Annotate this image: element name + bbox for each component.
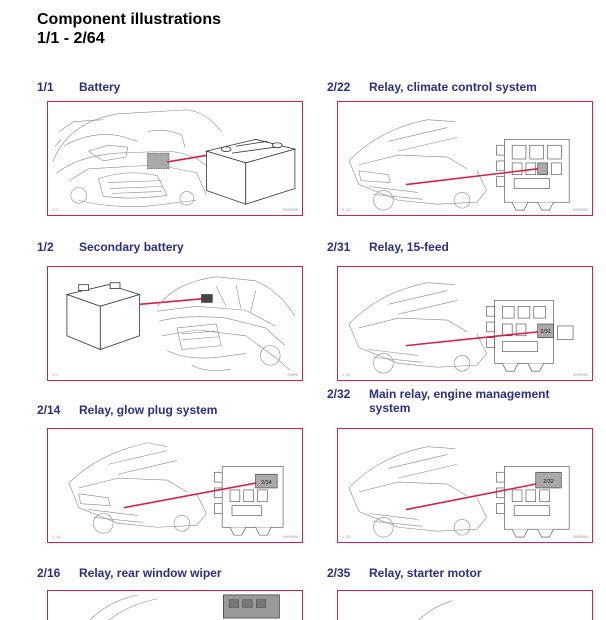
entry-battery: 1/1 Battery [37,80,292,94]
figure-reference: 0000000 [283,209,298,213]
entry-label: Relay, rear window wiper [79,566,222,580]
entry-heading: 2/22 Relay, climate control system [327,80,597,94]
figure-reference: 0000000 [573,374,588,378]
entry-code: 2/22 [327,80,351,94]
secondary-battery-drawing [65,276,296,371]
entry-code: 2/32 [327,387,351,401]
relay-starter-motor-drawing [418,600,453,620]
relay-glow-plug-drawing: 2/14 [68,442,284,536]
entry-heading: 1/1 Battery [37,80,292,94]
figure-reference: 0000000 [573,209,588,213]
entry-label: Relay, glow plug system [79,403,218,417]
main-relay-engine-management-drawing: 2/32 [348,446,570,538]
entry-main-relay-engine-management: 2/32 Main relay, engine management syste… [327,387,597,415]
illustration-relay-glow-plug: 2/14 2_14 0000000 [47,428,303,543]
figure-reference: 0000000 [283,536,298,540]
illustration-relay-15-feed: 2/31 2_31 0000000 [337,266,593,381]
illustration-relay-climate-control: 2_22 0000000 [337,101,593,216]
figure-code: 2_32 [342,536,351,540]
entry-relay-rear-wiper: 2/16 Relay, rear window wiper [37,566,292,580]
entry-relay-glow-plug: 2/14 Relay, glow plug system [37,403,292,417]
entry-label: Secondary battery [79,240,184,254]
figure-code: 2_22 [342,209,351,213]
figure-reference: 00000 [287,374,298,378]
illustration-battery: 1/1 0000000 [47,101,303,216]
battery-drawing [52,109,297,207]
entry-label: Relay, 15-feed [369,240,449,254]
entry-relay-climate-control: 2/22 Relay, climate control system [327,80,597,94]
relay-rear-wiper-drawing [89,594,280,620]
entry-code: 2/31 [327,240,351,254]
title-line-2: 1/1 - 2/64 [37,30,105,47]
entry-code: 1/1 [37,80,54,94]
entry-relay-15-feed: 2/31 Relay, 15-feed [327,240,597,254]
illustration-relay-rear-wiper [47,590,303,620]
entry-heading: 2/32 Main relay, engine management syste… [327,387,597,415]
entry-code: 2/35 [327,566,351,580]
illustration-relay-starter-motor [337,590,593,620]
entry-code: 1/2 [37,240,54,254]
figure-code: 1/2 [52,374,59,378]
entry-secondary-battery: 1/2 Secondary battery [37,240,292,254]
entry-label: Relay, climate control system [369,80,537,94]
entry-heading: 2/14 Relay, glow plug system [37,403,292,417]
figure-code: 2_31 [342,374,351,378]
entry-code: 2/16 [37,566,61,580]
entry-heading: 2/31 Relay, 15-feed [327,240,597,254]
entry-code: 2/14 [37,403,61,417]
title-line-1: Component illustrations [37,11,221,28]
entry-heading: 1/2 Secondary battery [37,240,292,254]
entry-heading: 2/16 Relay, rear window wiper [37,566,292,580]
entry-label: Battery [79,80,121,94]
relay-box-label: 2/31 [540,329,551,335]
relay-15-feed-drawing: 2/31 [348,282,574,374]
illustration-secondary-battery: 1/2 00000 [47,266,303,381]
page-title: Component illustrations 1/1 - 2/64 [37,10,221,48]
figure-code: 2_14 [52,536,61,540]
entry-heading: 2/35 Relay, starter motor [327,566,597,580]
figure-reference: 0000000 [573,536,588,540]
illustration-main-relay-engine-management: 2/32 2_32 0000000 [337,428,593,543]
relay-climate-control-drawing [348,119,570,211]
relay-box-label: 2/14 [261,480,272,486]
entry-relay-starter-motor: 2/35 Relay, starter motor [327,566,597,580]
entry-label: Relay, starter motor [369,566,482,580]
figure-code: 1/1 [52,209,59,213]
relay-box-label: 2/32 [543,479,554,485]
entry-label: Main relay, engine management system [369,387,550,415]
